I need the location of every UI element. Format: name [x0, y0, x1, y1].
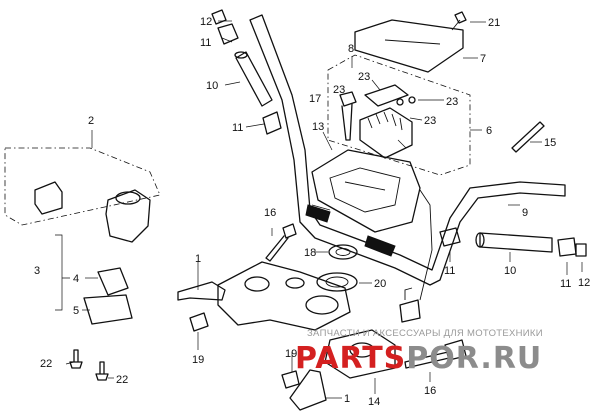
- watermark-logo-red: PARTS: [295, 341, 406, 376]
- label-8: 8: [348, 43, 354, 55]
- label-5: 5: [73, 305, 79, 317]
- label-2: 2: [88, 115, 94, 127]
- label-4: 4: [73, 273, 79, 285]
- callout-labels: 12 11 10 11 21 7 8 23 17 23 23 23 6 13 1…: [34, 16, 590, 408]
- label-11-right-a: 11: [444, 265, 455, 277]
- bracket-3: [55, 234, 70, 311]
- label-1-lower: 1: [344, 393, 350, 405]
- label-12-left: 12: [200, 16, 212, 28]
- screw-22-left: [69, 349, 83, 369]
- ignition-switch: [34, 181, 151, 325]
- label-13: 13: [312, 121, 324, 133]
- bolt-17: [339, 91, 357, 141]
- bolt-16-lower: [404, 339, 467, 369]
- bolt-16-upper: [265, 223, 297, 262]
- left-grip-assembly: [211, 9, 282, 135]
- label-14: 14: [368, 396, 380, 408]
- top-cover: [354, 11, 467, 73]
- label-10-right: 10: [504, 265, 516, 277]
- label-9: 9: [522, 207, 528, 219]
- right-grip-assembly: [439, 227, 587, 257]
- label-22-right: 22: [116, 374, 128, 386]
- screw-22-right: [95, 361, 109, 381]
- watermark-logo: PARTSPOR.RU: [295, 341, 542, 376]
- clamp-1-lower: [289, 369, 327, 411]
- label-23-b: 23: [333, 84, 345, 96]
- watermark-logo-gray: POR.RU: [406, 341, 542, 376]
- meter-housing: [311, 149, 433, 301]
- label-10-left: 10: [206, 80, 218, 92]
- connector: [399, 287, 421, 323]
- assembly-outline-6: [327, 54, 471, 176]
- label-11-right-b: 11: [560, 278, 571, 290]
- top-bridge: [217, 261, 396, 379]
- label-20: 20: [374, 278, 386, 290]
- assembly-outline-2: [4, 147, 161, 226]
- watermark: ЗАПЧАСТИ И АКСЕССУАРЫ ДЛЯ МОТОТЕХНИКИ PA…: [295, 328, 543, 376]
- label-6: 6: [486, 125, 492, 137]
- indicator-block: [359, 84, 416, 159]
- label-21: 21: [488, 17, 500, 29]
- label-1-upper: 1: [195, 253, 201, 265]
- reflector-15: [511, 121, 545, 153]
- handlebar: [249, 14, 566, 286]
- label-16-lower: 16: [424, 385, 436, 397]
- nut-19-upper: [189, 312, 209, 332]
- holder-upper: [316, 244, 358, 292]
- label-19-lower: 19: [285, 348, 297, 360]
- label-23-d: 23: [424, 115, 436, 127]
- label-15: 15: [544, 137, 556, 149]
- label-17: 17: [309, 93, 321, 105]
- label-23-c: 23: [446, 96, 458, 108]
- watermark-tagline: ЗАПЧАСТИ И АКСЕССУАРЫ ДЛЯ МОТОТЕХНИКИ: [307, 328, 543, 339]
- label-16-upper: 16: [264, 207, 276, 219]
- label-3: 3: [34, 265, 40, 277]
- label-11-left-bottom: 11: [232, 122, 243, 134]
- label-7: 7: [480, 53, 486, 65]
- label-18: 18: [304, 247, 316, 259]
- leader-lines: [65, 20, 583, 399]
- label-23-a: 23: [358, 71, 370, 83]
- nut-19-lower: [281, 370, 300, 389]
- label-22-left: 22: [40, 358, 52, 370]
- label-12-right: 12: [578, 277, 590, 289]
- label-11-left-top: 11: [200, 37, 211, 49]
- clamp-1-upper: [177, 281, 226, 301]
- label-19-upper: 19: [192, 354, 204, 366]
